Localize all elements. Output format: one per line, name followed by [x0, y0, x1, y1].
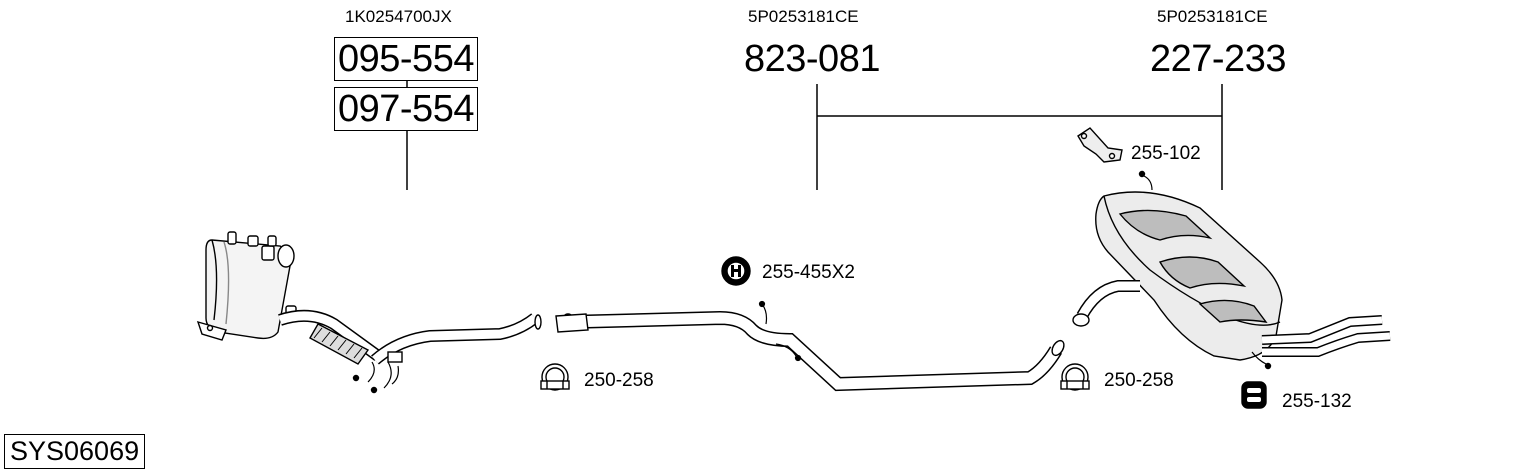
catalyst-illustration [196, 231, 542, 394]
part-middle-pipe[interactable]: 823-081 [744, 38, 880, 80]
part-catalyst-2[interactable]: 097-554 [334, 87, 478, 131]
part-catalyst-1[interactable]: 095-554 [334, 37, 478, 81]
rear-silencer-illustration [1072, 170, 1391, 370]
part-rear-silencer[interactable]: 227-233 [1150, 38, 1286, 80]
clamp-left-illustration [540, 363, 570, 391]
clamp-right-illustration [1060, 363, 1090, 391]
oem-number-left: 1K0254700JX [345, 7, 452, 26]
part-rubber-mount[interactable]: 255-455X2 [762, 262, 855, 283]
bracket-illustration [1077, 127, 1123, 163]
oem-number-right: 5P0253181CE [1157, 7, 1268, 26]
part-rear-mount[interactable]: 255-132 [1282, 391, 1352, 412]
part-clamp-left[interactable]: 250-258 [584, 370, 654, 391]
system-code: SYS06069 [4, 434, 146, 469]
oem-number-middle: 5P0253181CE [748, 7, 859, 26]
rubber-mount-illustration [721, 256, 751, 286]
rear-mount-illustration [1241, 381, 1267, 409]
part-clamp-right[interactable]: 250-258 [1104, 370, 1174, 391]
middle-pipe-illustration [555, 300, 1065, 392]
part-bracket[interactable]: 255-102 [1131, 143, 1201, 164]
